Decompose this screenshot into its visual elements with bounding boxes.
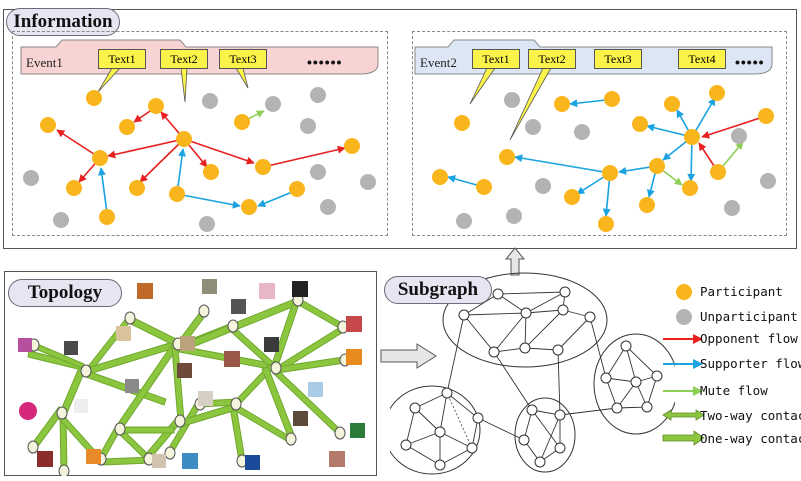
participant-icon xyxy=(676,284,692,300)
avatar xyxy=(346,349,362,365)
information-panel xyxy=(3,9,797,249)
avatar xyxy=(350,423,365,438)
avatar xyxy=(346,316,362,332)
event1-unparticipants xyxy=(23,87,376,232)
event1-label: Event1 xyxy=(26,55,63,70)
avatar xyxy=(64,341,78,355)
avatar xyxy=(180,336,195,351)
two-way-contact-icon xyxy=(662,409,705,421)
subgraph-nodes xyxy=(400,286,663,471)
legend-mute-flow: Mute flow xyxy=(700,383,768,398)
event2-box xyxy=(412,31,787,236)
event1-text1-bubble: Text1 xyxy=(98,49,146,69)
event1-text2-bubble: Text2 xyxy=(160,49,208,69)
event1-box xyxy=(12,31,388,236)
event2-text3-bubble: Text3 xyxy=(594,49,642,69)
topology-title: Topology xyxy=(8,279,122,307)
legend-participant: Participant xyxy=(700,284,783,299)
avatar xyxy=(19,402,37,420)
callout-tail xyxy=(97,67,121,93)
avatar xyxy=(116,326,131,341)
topology-edges xyxy=(27,297,346,472)
avatar xyxy=(137,283,153,299)
callout-tail xyxy=(235,67,249,89)
avatar xyxy=(264,337,279,352)
legend-supporter-flow: Supporter flow xyxy=(700,356,801,371)
avatar xyxy=(231,299,246,314)
topology-avatars xyxy=(18,279,365,470)
legend-opponent-flow: Opponent flow xyxy=(700,331,798,346)
callout-tail xyxy=(469,67,496,105)
event1-more: •••••• xyxy=(307,54,343,70)
subgraph-diagram xyxy=(390,272,675,475)
avatar xyxy=(18,338,32,352)
legend-one-way-contact: One-way contact xyxy=(700,431,801,446)
event2-participants xyxy=(432,85,774,232)
event2-arrows xyxy=(447,97,767,217)
topology-panel xyxy=(4,271,377,476)
event1-text3-bubble: Text3 xyxy=(219,49,267,69)
event2-label: Event2 xyxy=(420,55,457,70)
topology-network xyxy=(18,279,365,476)
avatar xyxy=(86,449,101,464)
avatar xyxy=(74,399,88,413)
up-arrow xyxy=(504,247,526,276)
avatar xyxy=(293,411,308,426)
avatar xyxy=(329,451,345,467)
avatar xyxy=(152,454,166,468)
event1-arrows xyxy=(56,106,346,214)
avatar xyxy=(125,379,139,393)
unparticipant-icon xyxy=(676,309,692,325)
callout-tail xyxy=(180,67,188,103)
legend-two-way-contact: Two-way contact xyxy=(700,408,801,423)
event2-text1-bubble: Text1 xyxy=(472,49,520,69)
subgraph-title: Subgraph xyxy=(384,276,492,304)
avatar xyxy=(292,281,308,297)
avatar xyxy=(182,453,198,469)
event2-text2-bubble: Text2 xyxy=(528,49,576,69)
legend-unparticipant: Unparticipant xyxy=(700,309,798,324)
avatar xyxy=(259,283,275,299)
event1-participants xyxy=(40,90,360,225)
avatar xyxy=(224,351,240,367)
avatar xyxy=(177,363,192,378)
event2-more: ••••• xyxy=(735,54,765,70)
avatar xyxy=(198,391,213,406)
avatar xyxy=(202,279,217,294)
one-way-contact-icon xyxy=(662,430,705,446)
right-arrow xyxy=(380,343,437,369)
avatar xyxy=(245,455,260,470)
event2-text4-bubble: Text4 xyxy=(678,49,726,69)
avatar xyxy=(308,382,323,397)
event2-unparticipants xyxy=(456,92,776,229)
legend-symbols xyxy=(662,284,705,446)
avatar xyxy=(37,451,53,467)
event-graphs xyxy=(23,67,776,232)
